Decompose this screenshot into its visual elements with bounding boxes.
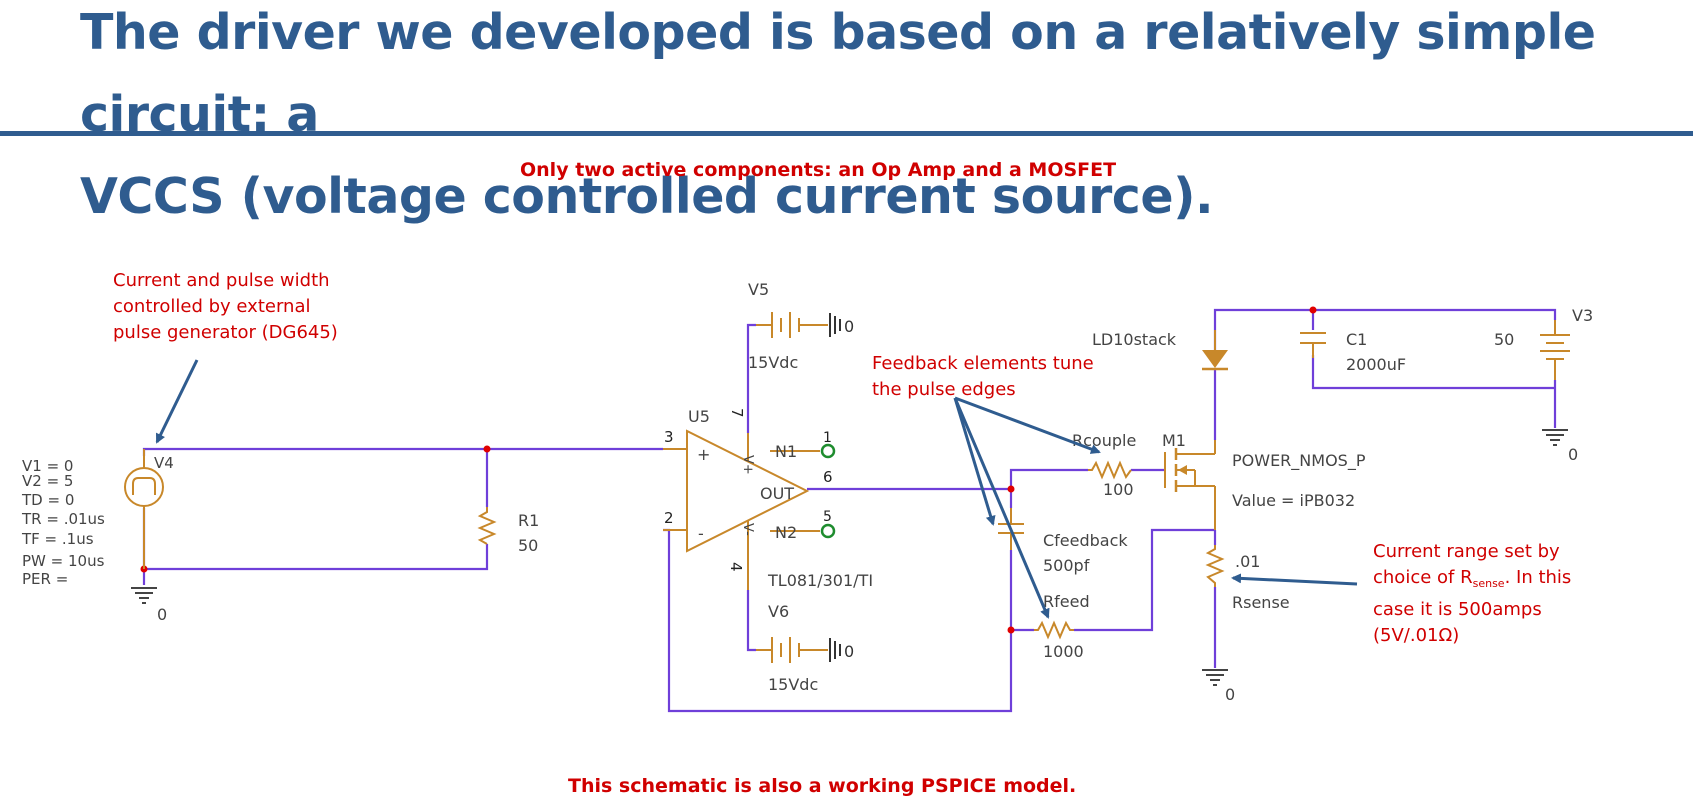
rsense-value: .01: [1235, 552, 1260, 571]
c1-label: C1: [1346, 330, 1367, 349]
rsense-note-subscript: sense: [1472, 577, 1505, 590]
pulse-generator-note: Current and pulse width controlled by ex…: [113, 268, 338, 346]
ld10stack-label: LD10stack: [1092, 330, 1177, 349]
arrow-to-v4: [155, 359, 199, 444]
v3-battery: V3 50: [1494, 306, 1593, 380]
u5-minus-sign: -: [698, 524, 704, 543]
rcouple-value: 100: [1103, 480, 1134, 499]
u5-pin-3: 3: [664, 428, 674, 446]
u5-offset-pins: [820, 443, 836, 539]
u5-n2: N2: [775, 523, 797, 542]
top-note: Only two active components: an Op Amp an…: [520, 159, 1117, 181]
u5-part-number: TL081/301/TI: [767, 571, 873, 590]
u5-pin-4: 4: [727, 562, 745, 572]
pulse-note-line-1: Current and pulse width: [113, 270, 330, 291]
v4-param-2: V2 = 5: [22, 472, 73, 490]
rsense-note-line-3: case it is 500amps: [1373, 599, 1542, 620]
u5-pin-5: 5: [823, 509, 832, 525]
ground-label-v3: 0: [1568, 445, 1578, 464]
cfeedback-label: Cfeedback: [1043, 531, 1128, 550]
u5-n1: N1: [775, 442, 797, 461]
pulse-note-line-3: pulse generator (DG645): [113, 322, 338, 343]
ground-label-v4: 0: [157, 605, 167, 624]
r1-value: 50: [518, 536, 538, 555]
u5-plus-sign: +: [697, 445, 710, 464]
v6-label: V6: [768, 602, 789, 621]
cfeedback-value: 500pf: [1043, 556, 1090, 575]
ground-symbol-v4: 0: [130, 587, 167, 624]
u5-vplus: V+: [740, 455, 755, 475]
v5-label: V5: [748, 280, 769, 299]
v4-pulse-source: V4: [124, 449, 174, 569]
ground-symbol-v3: 0: [1541, 429, 1578, 464]
rsense-note-line-2-pre: choice of R: [1373, 567, 1473, 588]
annotation-arrows: [155, 359, 1358, 619]
rsense-note-line-1: Current range set by: [1373, 541, 1560, 562]
u5-pin-2: 2: [664, 509, 674, 527]
u5-vminus: V-: [740, 523, 755, 536]
feedback-note: Feedback elements tune the pulse edges: [872, 351, 1094, 403]
pulse-note-line-2: controlled by external: [113, 296, 311, 317]
slide-title-line-2: VCCS (voltage controlled current source)…: [80, 168, 1214, 225]
v6-value: 15Vdc: [768, 675, 818, 694]
v4-label: V4: [154, 454, 174, 472]
rcouple-resistor: Rcouple 100: [1072, 431, 1136, 499]
v6-battery: 0 V6 15Vdc: [756, 602, 854, 694]
c1-capacitor: C1 2000uF: [1300, 330, 1406, 374]
v4-param-1: V1 = 0: [22, 457, 73, 475]
r1-label: R1: [518, 511, 539, 530]
rfeed-value: 1000: [1043, 642, 1084, 661]
rsense-note-line-4: (5V/.01Ω): [1373, 625, 1460, 646]
u5-pin-7: 7: [728, 408, 746, 418]
m1-model: POWER_NMOS_P: [1232, 451, 1366, 471]
rsense-note: Current range set by choice of Rsense. I…: [1373, 539, 1571, 649]
rsense-note-line-2: choice of Rsense. In this: [1373, 565, 1571, 597]
v4-param-3: TD = 0: [21, 491, 74, 509]
rsense-label: Rsense: [1232, 593, 1290, 612]
rcouple-label: Rcouple: [1072, 431, 1136, 450]
u5-pin-6: 6: [823, 468, 833, 486]
v4-param-4: TR = .01us: [21, 510, 105, 528]
arrow-to-rsense: [1231, 573, 1358, 586]
u5-label: U5: [688, 407, 710, 426]
v4-param-6: PW = 10us: [22, 552, 105, 570]
feedback-note-line-1: Feedback elements tune: [872, 353, 1094, 374]
arrow-to-rcouple: [954, 396, 1101, 454]
arrow-to-rfeed: [953, 397, 1050, 619]
bottom-note: This schematic is also a working PSPICE …: [568, 775, 1077, 797]
v4-param-7: PER =: [22, 570, 68, 588]
m1-label: M1: [1162, 431, 1186, 450]
arrow-to-cfeedback: [953, 397, 996, 526]
u5-pin-1: 1: [823, 430, 832, 446]
v5-ground-label: 0: [844, 317, 854, 336]
ground-symbol-rsense: 0: [1201, 669, 1235, 704]
v3-value: 50: [1494, 330, 1514, 349]
rfeed-label: Rfeed: [1043, 592, 1090, 611]
rfeed-resistor: Rfeed 1000: [1034, 592, 1090, 661]
ld10stack-diode: LD10stack: [1092, 330, 1228, 371]
v4-param-5: TF = .1us: [21, 530, 94, 548]
v5-battery: 0 V5 15Vdc: [748, 280, 854, 372]
grid-dots: [0, 136, 1693, 810]
r1-resistor: R1 50: [477, 507, 539, 555]
cfeedback-capacitor: Cfeedback 500pf: [998, 508, 1128, 575]
v5-value: 15Vdc: [748, 353, 798, 372]
feedback-note-line-2: the pulse edges: [872, 379, 1016, 400]
slide-title-line-1: The driver we developed is based on a re…: [80, 4, 1596, 143]
m1-mosfet: M1 POWER_NMOS_P Value = iPB032: [1162, 431, 1366, 530]
rsense-note-line-2-post: . In this: [1504, 567, 1572, 588]
c1-value: 2000uF: [1346, 355, 1406, 374]
u5-out: OUT: [760, 484, 794, 503]
v3-label: V3: [1572, 306, 1593, 325]
v4-params: V1 = 0 V2 = 5 TD = 0 TR = .01us TF = .1u…: [21, 457, 105, 588]
v6-ground-label: 0: [844, 642, 854, 661]
u5-op-amp: U5 + - V+ V- OUT N1 N2 3 2 7 4 6 1 5 TL0…: [663, 407, 873, 590]
m1-value: Value = iPB032: [1232, 491, 1355, 510]
rsense-resistor: .01 Rsense: [1205, 545, 1290, 612]
title-rule: [0, 131, 1693, 136]
slide-title: The driver we developed is based on a re…: [80, 0, 1690, 238]
ground-label-rsense: 0: [1225, 685, 1235, 704]
